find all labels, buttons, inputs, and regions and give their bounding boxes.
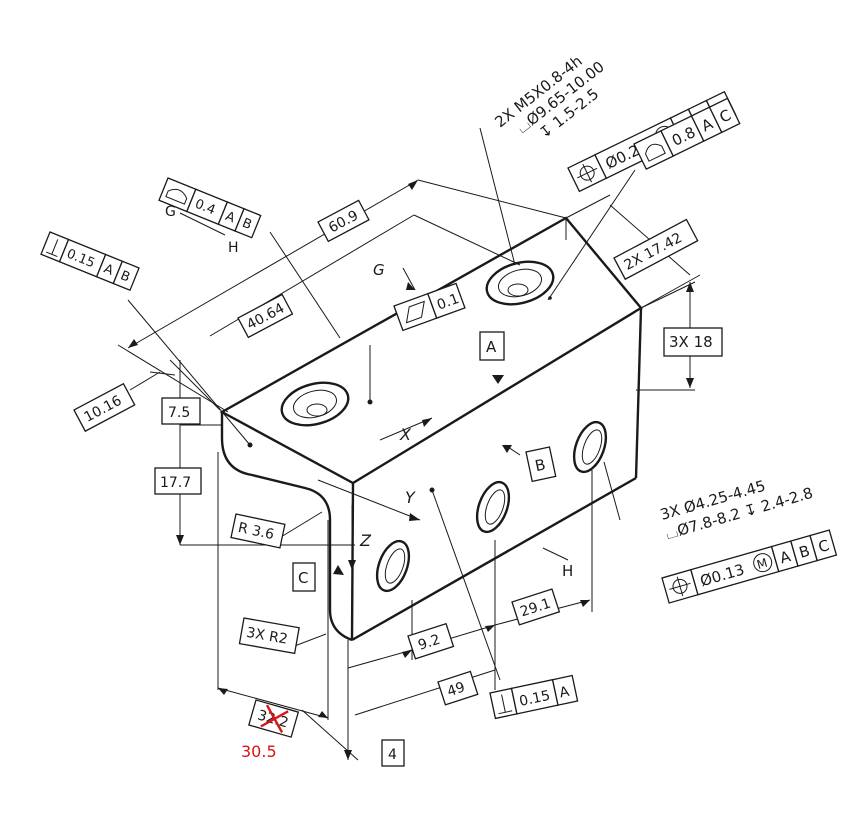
fcf-bottom-perp-datum-a: A xyxy=(558,684,571,702)
dim-3x-18: 3X 18 xyxy=(663,327,723,357)
fcf-bottom-perpendicular: 0.15 A xyxy=(489,674,579,720)
fcf-side-position-mod: M xyxy=(755,556,769,572)
dimension-lines xyxy=(117,127,701,761)
label-g-top: G xyxy=(373,261,385,279)
svg-text:49: 49 xyxy=(445,679,467,700)
svg-text:9.2: 9.2 xyxy=(416,632,442,654)
svg-text:3X R2: 3X R2 xyxy=(245,625,289,648)
svg-text:7.5: 7.5 xyxy=(168,405,190,421)
datum-a: A xyxy=(479,331,505,361)
svg-text:4: 4 xyxy=(388,747,397,763)
svg-text:3X 18: 3X 18 xyxy=(669,333,713,351)
dim-40-64: 40.64 xyxy=(237,293,294,339)
fcf-left-profile-value: 0.4 xyxy=(193,197,218,219)
svg-text:C: C xyxy=(298,569,308,587)
label-h-left: H xyxy=(228,240,239,256)
fcf-flatness-value: 0.1 xyxy=(435,291,461,314)
dim-correction: 30.5 xyxy=(241,742,277,761)
svg-text:17.7: 17.7 xyxy=(160,475,191,491)
fcf-side-position-datum-b: B xyxy=(797,542,812,562)
label-g-left: G xyxy=(165,204,176,220)
label-z: Z xyxy=(359,531,372,550)
dim-49: 49 xyxy=(437,670,479,706)
side-hole-left xyxy=(375,539,411,593)
label-h-right: H xyxy=(562,562,573,580)
dim-60-9: 60.9 xyxy=(317,199,370,243)
dim-crossed-out: 32.2 xyxy=(248,699,300,738)
counterbore-hole-top-right xyxy=(485,260,555,306)
dim-7-5: 7.5 xyxy=(161,397,201,425)
svg-text:A: A xyxy=(486,338,497,356)
g-h-arrow xyxy=(179,212,226,236)
svg-text:R 3.6: R 3.6 xyxy=(237,520,276,543)
fcf-left-perpendicular: 0.15 A B xyxy=(40,231,140,292)
fcf-flatness: 0.1 xyxy=(393,282,466,332)
arrowheads xyxy=(128,180,694,760)
dim-29-1: 29.1 xyxy=(511,588,561,626)
label-x: X xyxy=(399,425,412,444)
dim-10-16: 10.16 xyxy=(73,382,136,433)
dim-4: 4 xyxy=(381,739,405,767)
counterbore-hole-top-left xyxy=(280,381,350,427)
fcf-top-profile: 0.8 A C xyxy=(633,97,741,171)
datum-c: C xyxy=(292,562,316,592)
side-hole-middle xyxy=(475,480,511,534)
block-outline xyxy=(219,216,643,642)
label-y: Y xyxy=(405,488,416,507)
datum-target-points xyxy=(247,296,552,493)
dim-r-3-6: R 3.6 xyxy=(230,513,286,549)
fcf-side-position: Ø0.13 M A B C xyxy=(661,529,838,604)
dim-3x-r2: 3X R2 xyxy=(238,617,300,655)
thread-note: 2X M5X0.8-4h ⌴Ø9.65-10.00 ↧ 1.5-2.5 xyxy=(491,52,607,142)
fcf-left-profile: 0.4 A B xyxy=(158,177,262,239)
dim-17-7: 17.7 xyxy=(154,467,202,495)
fcf-side-position-datum-c: C xyxy=(816,536,831,556)
dim-9-2: 9.2 xyxy=(407,622,455,660)
fcf-bottom-perp-value: 0.15 xyxy=(518,688,552,710)
svg-text:B: B xyxy=(533,455,547,475)
hole-note-side: 3X Ø4.25-4.45 ⌴Ø7.8-8.2 ↧ 2.4-2.8 xyxy=(658,477,815,543)
side-hole-right xyxy=(572,420,608,474)
datum-b: B xyxy=(525,446,557,483)
